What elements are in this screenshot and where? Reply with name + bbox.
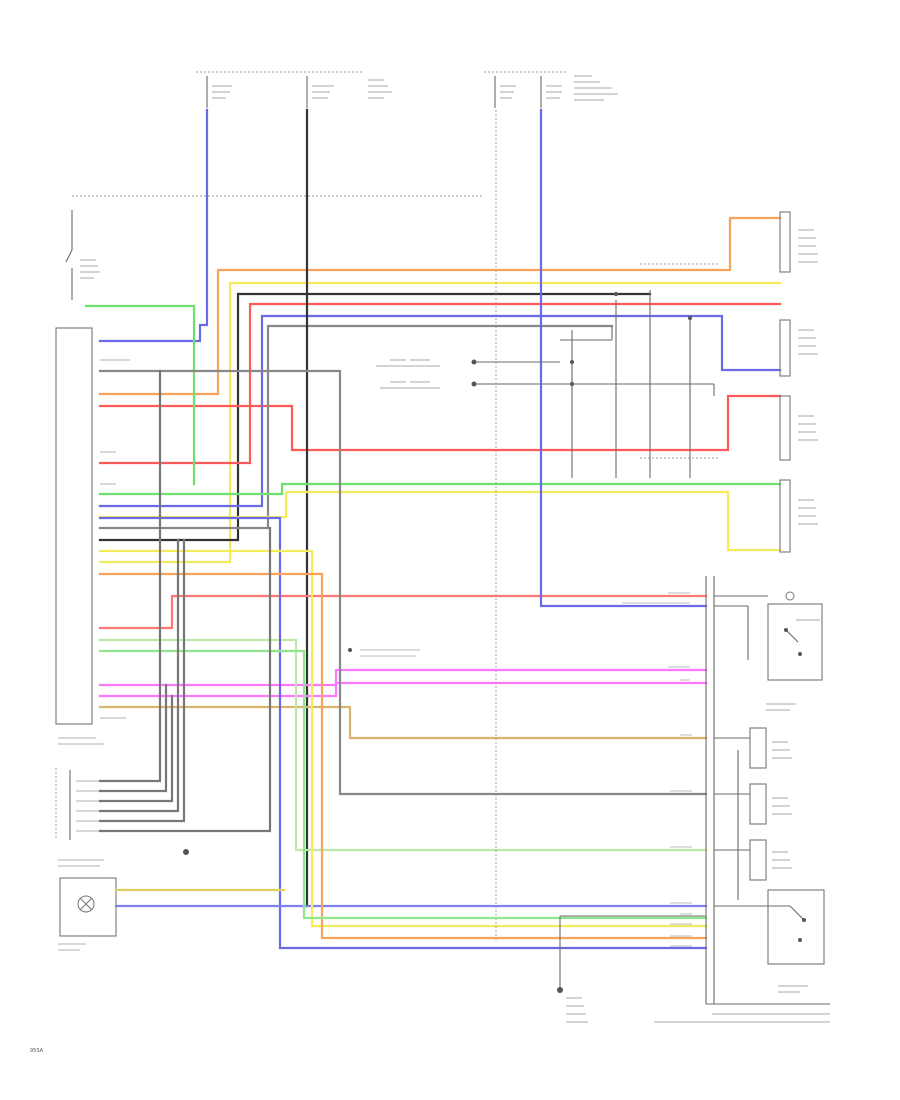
wire-yellow-2 (98, 549, 708, 928)
wire-harness (84, 108, 782, 950)
checking-connector (55, 768, 104, 867)
page-number: 95SA (30, 1048, 44, 1054)
top-connector-labels (196, 71, 618, 108)
wire-black-1 (98, 292, 652, 542)
wire-check-2 (98, 683, 168, 793)
motor-relay (767, 603, 823, 681)
wire-check-3 (98, 694, 174, 803)
right-rear-sensor (779, 319, 791, 377)
wire-yellow (98, 281, 782, 564)
wire-tan (98, 705, 708, 740)
hydraulic-unit (557, 576, 830, 1023)
wire-check-6 (98, 526, 272, 833)
wire-check-5 (98, 538, 186, 823)
wheel-sensors (779, 211, 818, 553)
wire-lightgreen (98, 638, 708, 852)
wire-orange (98, 216, 782, 396)
wire-blue-4 (98, 516, 708, 950)
left-rear-sensor (779, 479, 791, 553)
wire-blue-top (98, 108, 209, 343)
wire-check-4 (98, 538, 180, 813)
wire-blue-3 (539, 108, 708, 608)
wire-red-3 (98, 594, 708, 630)
wire-color-labels (360, 592, 692, 947)
abs-control-unit (55, 327, 93, 725)
left-front-sensor (779, 395, 791, 461)
wire-red-1 (98, 302, 782, 465)
wire-green (98, 482, 782, 496)
wire-red-2 (98, 394, 782, 452)
wire-gray-1 (98, 324, 614, 530)
ground-point-left (183, 849, 189, 855)
wire-orange-2 (98, 572, 708, 940)
right-solenoid-valve (749, 727, 767, 769)
ground-point-center (348, 648, 352, 652)
right-front-sensor (779, 211, 791, 273)
fail-safe-relay (767, 889, 825, 965)
control-unit-pin-labels (58, 340, 130, 745)
instrument-cluster (58, 877, 117, 951)
wire-green-brake (84, 304, 196, 486)
wire-check-1 (98, 369, 162, 783)
wire-green-2 (98, 649, 708, 920)
wire-blue-2 (98, 314, 782, 508)
rear-solenoid-valve (749, 839, 767, 881)
wire-lightyellow (98, 490, 782, 552)
brake-switch (65, 195, 484, 300)
rear-sensor-wires (376, 110, 715, 940)
wire-pink-2 (98, 681, 708, 687)
wire-gray-2 (98, 369, 708, 796)
left-solenoid-valve (749, 783, 767, 825)
